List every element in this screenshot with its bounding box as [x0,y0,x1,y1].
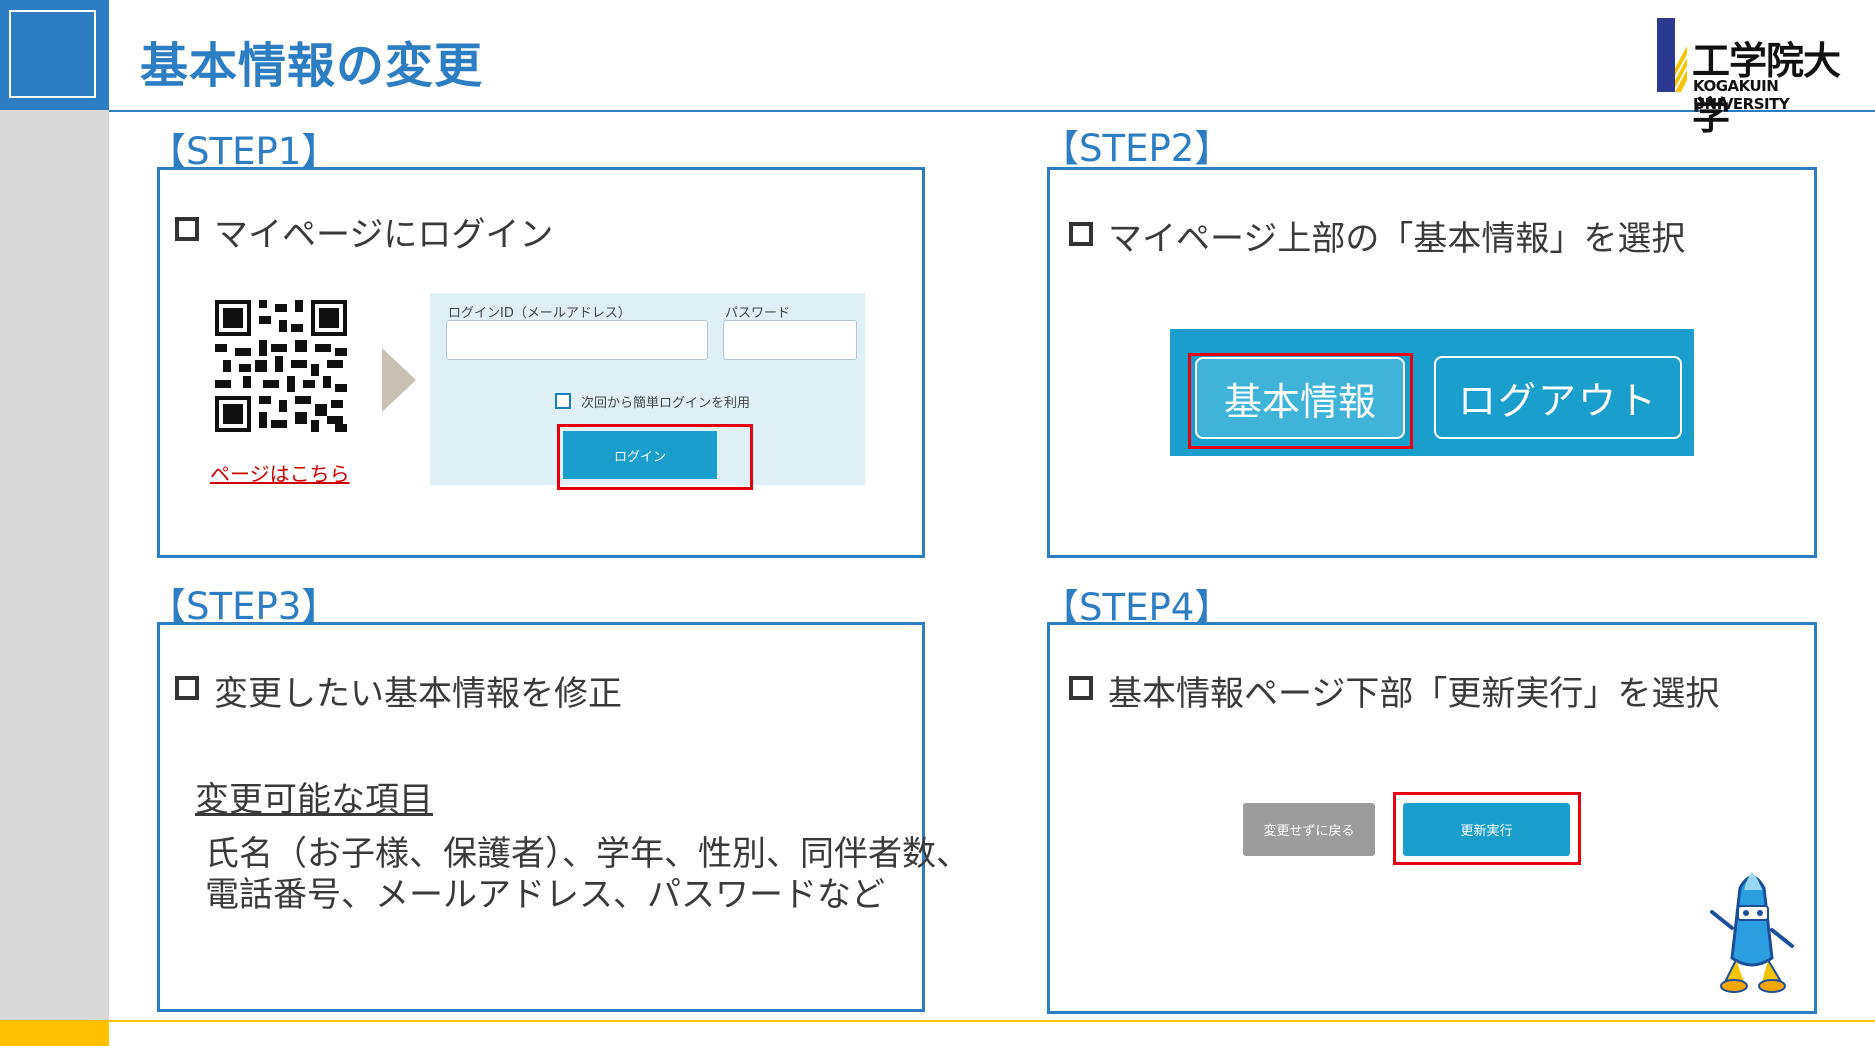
step4-instruction: 基本情報ページ下部「更新実行」を選択 [1108,674,1720,714]
step3-label: 【STEP3】 [149,585,339,628]
login-id-input[interactable] [446,320,708,360]
basic-info-button[interactable]: 基本情報 [1195,357,1405,439]
page-title: 基本情報の変更 [140,38,484,94]
header-divider [109,110,1875,112]
qr-page-link[interactable]: ページはこちら [210,462,350,486]
editable-items-heading: 変更可能な項目 [195,780,433,820]
step3-instruction: 変更したい基本情報を修正 [214,674,622,714]
logo-mark [1657,18,1675,92]
left-sidebar-strip [0,110,109,1020]
update-button-highlight [1393,792,1581,865]
basic-info-highlight [1188,353,1413,449]
step3-panel [157,622,925,1012]
login-form-mock: ログインID（メールアドレス） パスワード 次回から簡単ログインを利用 ログイン [430,293,865,485]
editable-items-line2: 電話番号、メールアドレス、パスワードなど [205,875,885,915]
password-input[interactable] [723,320,857,360]
logo-name-en: KOGAKUIN UNIVERSITY [1693,77,1790,113]
update-button[interactable]: 更新実行 [1403,803,1570,856]
checkbox-bullet-icon [1069,676,1093,700]
qr-code-icon [215,300,347,432]
logo-stripes-icon [1675,46,1687,92]
step1-instruction: マイページにログイン [214,215,554,255]
login-button[interactable]: ログイン [563,431,717,479]
corner-block [0,0,109,110]
checkbox-bullet-icon [175,676,199,700]
logout-button[interactable]: ログアウト [1434,356,1682,439]
step2-instruction: マイページ上部の「基本情報」を選択 [1108,219,1686,259]
editable-items-line1: 氏名（お子様、保護者）、学年、性別、同伴者数、 [205,834,970,874]
step2-label: 【STEP2】 [1042,127,1232,170]
logo-name-jp: 工学院大学 [1692,39,1841,138]
password-label: パスワード [725,306,791,321]
login-button-highlight [557,424,753,490]
remember-label: 次回から簡単ログインを利用 [581,396,751,411]
mascot-character-icon [1705,872,1794,993]
step4-label: 【STEP4】 [1042,586,1232,629]
checkbox-bullet-icon [1069,222,1093,246]
step1-label: 【STEP1】 [149,130,339,173]
back-without-change-button[interactable]: 変更せずに戻る [1243,803,1375,856]
arrow-right-icon [382,348,416,412]
footer-line [109,1020,1875,1022]
remember-checkbox[interactable] [555,393,571,409]
checkbox-bullet-icon [175,217,199,241]
footer-accent [0,1020,109,1046]
login-id-label: ログインID（メールアドレス） [448,306,631,321]
